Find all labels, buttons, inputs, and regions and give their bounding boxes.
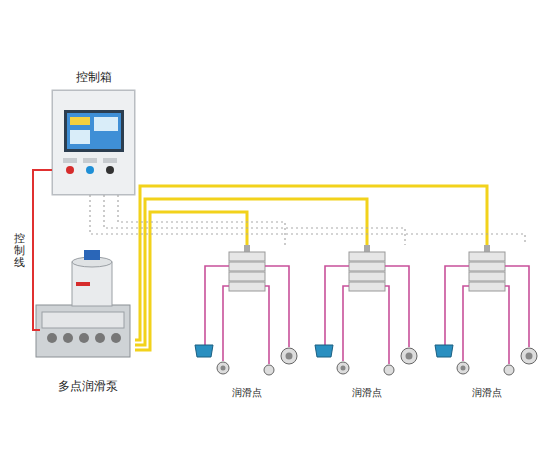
screen-widget xyxy=(94,117,118,131)
pump-element xyxy=(47,333,57,343)
lubrication-group xyxy=(435,245,537,375)
button-tag xyxy=(83,158,97,163)
button xyxy=(86,166,94,174)
button-tag xyxy=(103,158,117,163)
grease-main-line xyxy=(135,212,247,350)
cabinet-panel xyxy=(52,90,135,195)
part-label: 润滑点 xyxy=(435,387,539,399)
pump-element xyxy=(79,333,89,343)
grease-main-line xyxy=(135,199,367,345)
reservoir-cap xyxy=(84,250,100,260)
distributor-plate xyxy=(229,272,265,281)
part-label: 润滑点 xyxy=(195,387,299,399)
lubrication-point-group: 润滑点 xyxy=(195,245,299,401)
distributor-plate xyxy=(229,252,265,261)
grease-pipe xyxy=(223,286,229,361)
bearing-point xyxy=(281,348,297,364)
button xyxy=(66,166,74,174)
box-title: 控制箱 xyxy=(53,70,134,84)
bearing-point xyxy=(217,362,229,374)
signal-line xyxy=(118,195,285,245)
pump-figure xyxy=(36,250,130,357)
signal-line xyxy=(90,195,525,245)
pump-housing xyxy=(42,312,124,328)
control-cabinet xyxy=(52,90,135,195)
grease-pipe xyxy=(265,286,269,364)
line-label: 控制线 xyxy=(14,232,25,268)
valve-point xyxy=(195,345,213,357)
lubrication-point-group: 润滑点 xyxy=(435,245,539,401)
screen-widget xyxy=(70,117,90,125)
grease-main-line xyxy=(135,186,487,340)
pump-element xyxy=(111,333,121,343)
button-tag xyxy=(63,158,77,163)
bearing-point xyxy=(286,353,293,360)
button xyxy=(106,166,114,174)
part-label: 多点润滑泵 xyxy=(40,379,135,393)
screen-frame xyxy=(64,110,124,152)
bearing-point xyxy=(264,365,274,375)
control-cabinet-box: 控制箱 xyxy=(52,90,135,195)
control-line xyxy=(33,170,52,330)
grease-pipe xyxy=(205,266,229,345)
screen xyxy=(67,113,121,149)
pump-base xyxy=(36,305,130,357)
pump-element xyxy=(63,333,73,343)
signal-line xyxy=(104,195,405,245)
reservoir xyxy=(72,262,112,306)
pump-box: 多点润滑泵 xyxy=(40,245,135,395)
bearing-point xyxy=(221,366,226,371)
lubrication-group xyxy=(195,245,297,375)
distributor-plate xyxy=(229,262,265,271)
lubrication-group xyxy=(315,245,417,375)
part-label: 润滑点 xyxy=(315,387,419,399)
brand-plate xyxy=(76,282,90,286)
screen-widget xyxy=(70,130,90,144)
lubrication-point-group: 润滑点 xyxy=(315,245,419,401)
pump-element xyxy=(95,333,105,343)
distributor-plate xyxy=(229,282,265,291)
